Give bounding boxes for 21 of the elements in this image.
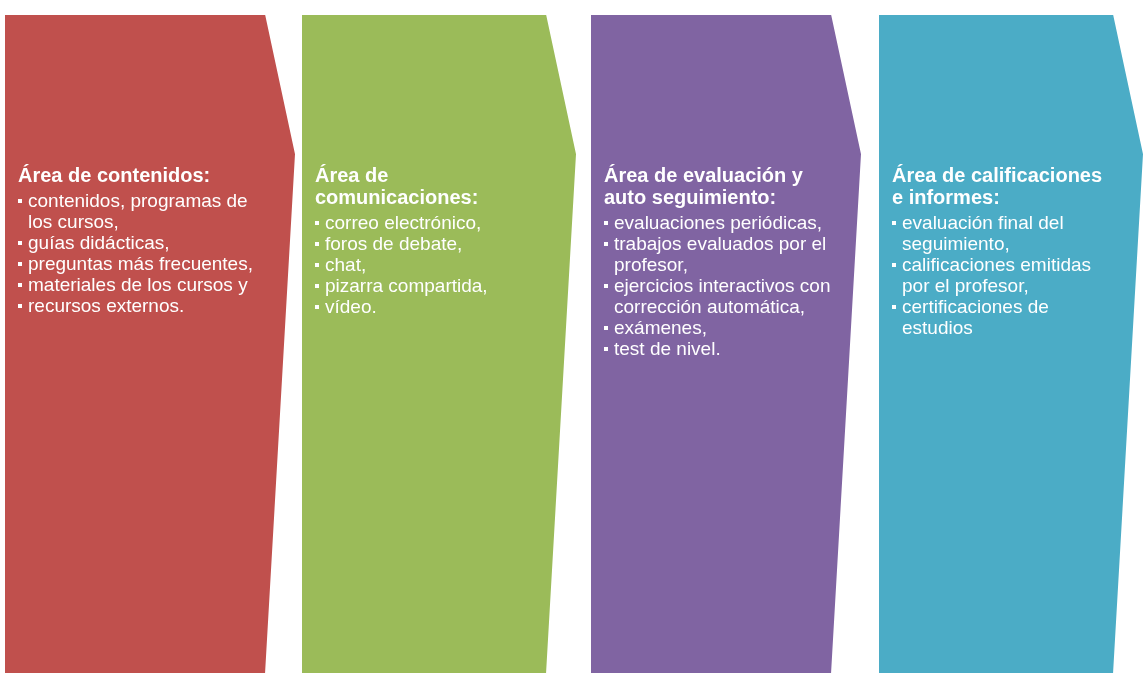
panel-heading: Área de evaluación y auto seguimiento: [604,164,804,208]
list-item: foros de debate, [315,233,549,254]
list-item: recursos externos. [18,295,268,316]
list-item: chat, [315,254,549,275]
list-item: evaluaciones periódicas, [604,212,834,233]
chevron-panel [301,14,577,674]
panel-heading: Área de contenidos: [18,164,212,186]
panel-heading: Área de comunicaciones: [315,164,480,208]
list-item: materiales de los cursos y [18,274,268,295]
list-item: test de nivel. [604,338,834,359]
chevron-panel [878,14,1143,674]
list-item: vídeo. [315,296,549,317]
list-item: guías didácticas, [18,232,268,253]
list-item: pizarra compartida, [315,275,549,296]
list-item: certificaciones de estudios [892,296,1116,338]
list-item: exámenes, [604,317,834,338]
list-item: correo electrónico, [315,212,549,233]
chevron-panel [590,14,862,674]
panel-heading: Área de calificaciones e informes: [892,164,1104,208]
list-item: preguntas más frecuentes, [18,253,268,274]
chevron-panel [4,14,296,674]
